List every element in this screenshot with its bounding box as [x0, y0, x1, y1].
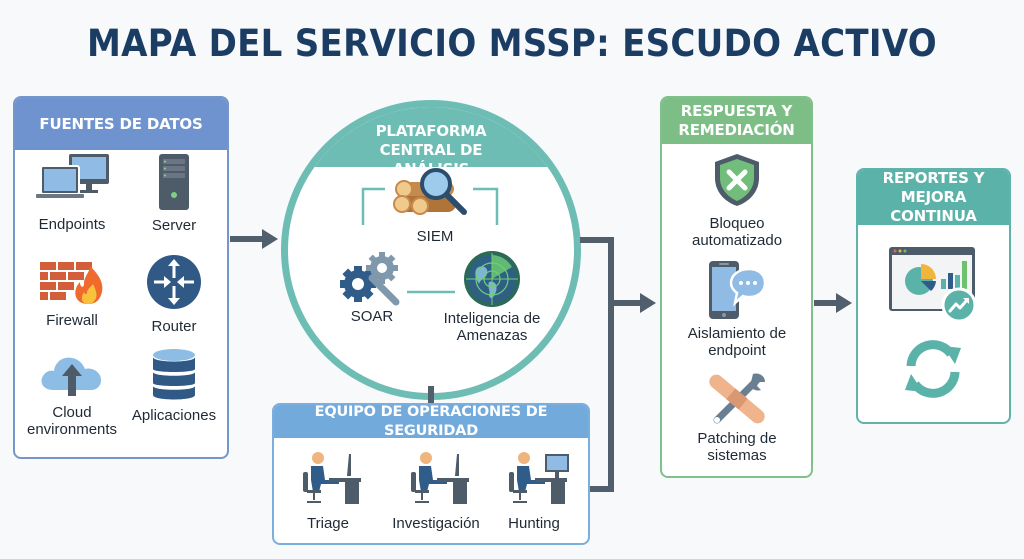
connector-line: [230, 236, 264, 242]
source-firewall: Firewall: [22, 260, 122, 329]
cloud-upload-icon: [41, 357, 101, 396]
connector-line: [612, 300, 642, 306]
arrow-head: [640, 293, 656, 313]
source-label: Endpoints: [38, 216, 106, 233]
response-block: Bloqueo automatizado: [670, 152, 803, 249]
team-label: Investigación: [392, 515, 480, 532]
platform-links: [361, 187, 499, 294]
platform-siem: SIEM: [380, 168, 490, 245]
platform-label: Inteligencia de Amenazas: [443, 310, 541, 344]
source-apps: Aplicaciones: [124, 347, 224, 424]
response-patching: Patching de sistemas: [670, 370, 803, 464]
connector-line: [590, 486, 614, 492]
platform-header: PLATAFORMA CENTRAL DE ANÁLISIS: [288, 107, 574, 178]
refresh-cycle-icon: [905, 340, 961, 398]
router-icon: [147, 255, 201, 309]
shield-x-icon: [714, 154, 759, 206]
diagram-title: MAPA DEL SERVICIO MSSP: ESCUDO ACTIVO: [86, 22, 938, 65]
firewall-icon: [40, 262, 103, 304]
response-label: Bloqueo automatizado: [692, 215, 783, 249]
response-label: Patching de sistemas: [697, 430, 777, 464]
team-header: EQUIPO DE OPERACIONES DE SEGURIDAD: [274, 405, 588, 439]
source-label: Router: [151, 318, 197, 335]
source-label: Server: [151, 217, 197, 234]
source-server: Server: [124, 152, 224, 234]
platform-threat-intel: Inteligencia de Amenazas: [432, 250, 552, 344]
analyst-desk-icon: [303, 452, 361, 504]
team-label: Triage: [307, 515, 349, 532]
source-label: Cloud environments: [27, 404, 118, 438]
response-header: RESPUESTA Y REMEDIACIÓN: [662, 98, 811, 144]
connector-line: [608, 237, 614, 491]
database-icon: [153, 349, 195, 400]
source-label: Aplicaciones: [131, 407, 217, 424]
team-hunting: Hunting: [494, 450, 574, 532]
gears-wrench-icon: [340, 252, 400, 306]
source-endpoints: Endpoints: [22, 152, 122, 233]
connector-line: [428, 386, 434, 404]
source-label: Firewall: [46, 312, 98, 329]
sources-header: FUENTES DE DATOS: [15, 98, 227, 150]
arrow-head: [836, 293, 852, 313]
connector-line: [814, 300, 838, 306]
logs-magnifier-icon: [393, 168, 467, 215]
arrow-head: [262, 229, 278, 249]
reports-dashboard: [878, 245, 988, 325]
server-icon: [159, 154, 189, 210]
platform-label: SIEM: [416, 228, 454, 245]
analyst-desk-icon: [411, 452, 469, 504]
phone-chat-icon: [708, 261, 766, 319]
team-triage: Triage: [288, 450, 368, 532]
bandage-wrench-icon: [708, 373, 765, 424]
team-label: Hunting: [508, 515, 560, 532]
platform-label: SOAR: [350, 308, 394, 325]
analyst-monitor-icon: [509, 452, 569, 504]
dashboard-chart-icon: [889, 247, 977, 323]
team-investigation: Investigación: [388, 450, 484, 532]
response-isolation: Aislamiento de endpoint: [670, 259, 803, 359]
connector-line: [580, 237, 612, 243]
reports-cycle: [893, 336, 973, 402]
reports-header: REPORTES Y MEJORA CONTINUA: [858, 170, 1009, 225]
source-cloud: Cloud environments: [17, 350, 127, 438]
source-router: Router: [124, 254, 224, 335]
platform-soar: SOAR: [322, 250, 422, 325]
endpoints-icon: [36, 154, 109, 198]
radar-globe-icon: [464, 251, 520, 307]
response-label: Aislamiento de endpoint: [687, 325, 787, 359]
